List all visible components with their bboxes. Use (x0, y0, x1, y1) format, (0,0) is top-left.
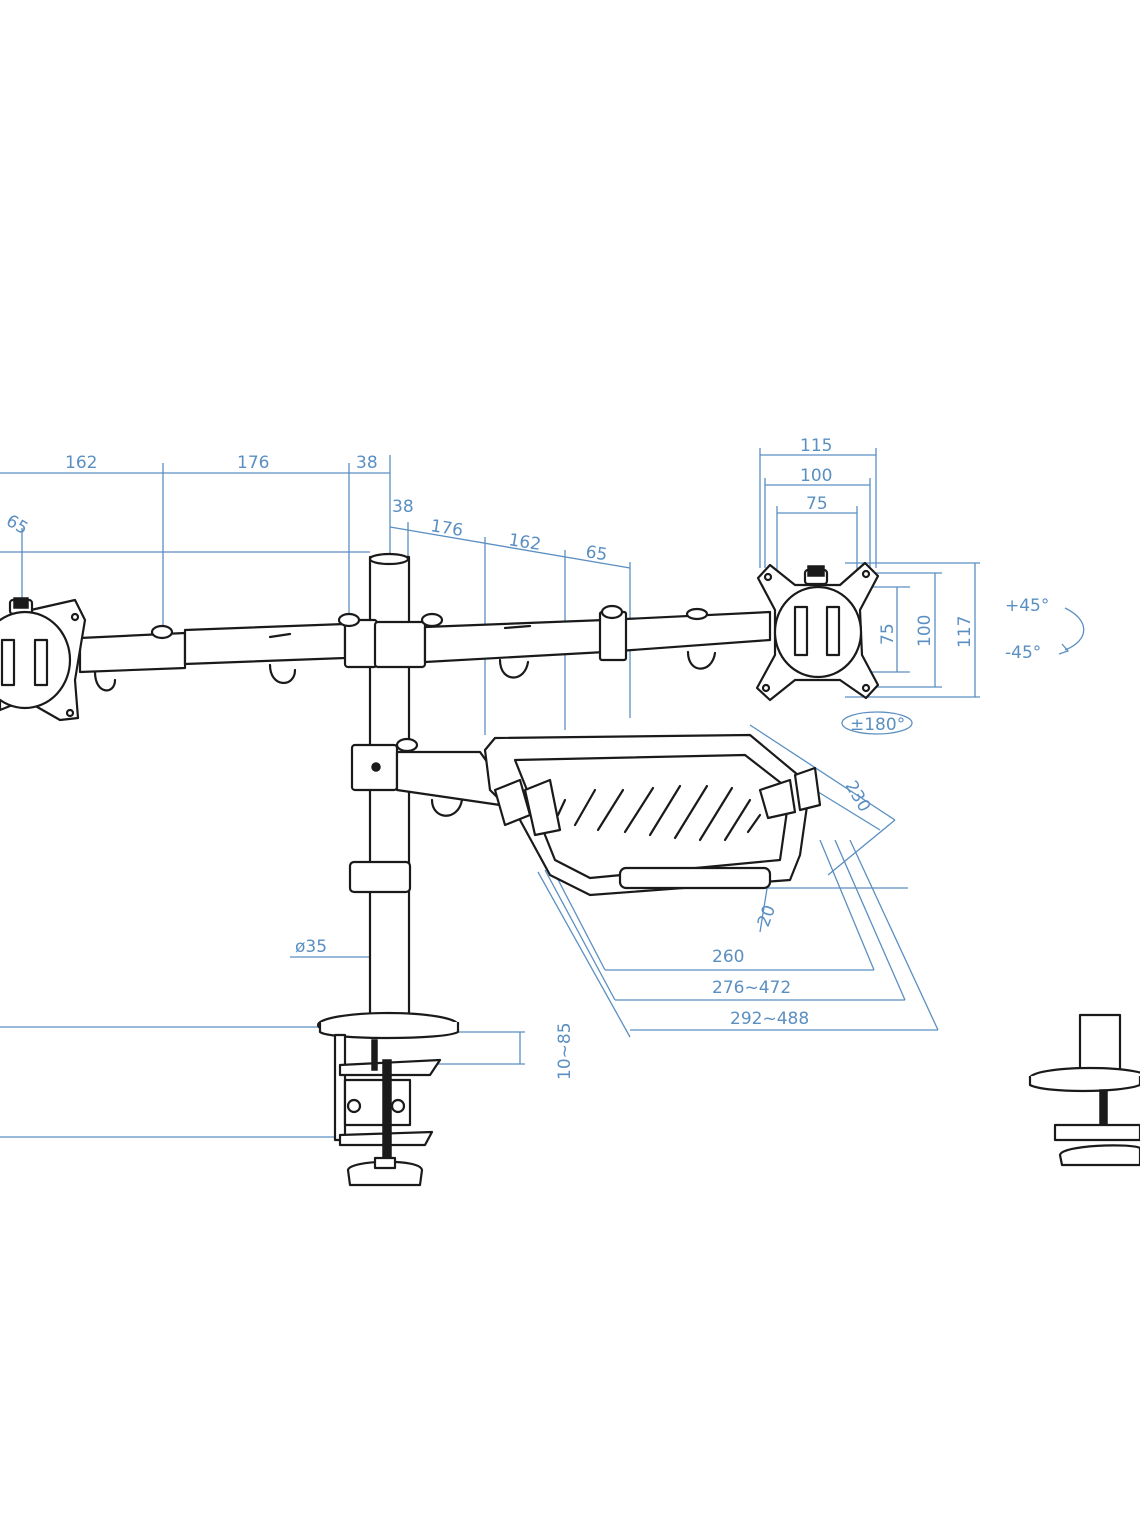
left-vesa-plate (0, 597, 87, 722)
dim-vesa-width-100: 100 (800, 466, 832, 486)
dim-tray-range-inner: 276~472 (712, 978, 791, 998)
dim-vesa-width-115: 115 (800, 436, 832, 456)
dim-right-162: 162 (507, 530, 542, 555)
dim-tilt-up: +45° (1005, 596, 1049, 616)
desk-clamp (316, 1011, 460, 1187)
dim-vesa-height-100: 100 (915, 615, 935, 647)
dim-tray-depth: 230 (841, 778, 875, 816)
dim-tray-range-outer: 292~488 (730, 1009, 809, 1029)
left-arm (78, 612, 379, 692)
secondary-clamp (1028, 1013, 1140, 1167)
dim-vesa-height-117: 117 (955, 616, 975, 648)
dim-vesa-height-75: 75 (878, 623, 898, 645)
dim-clamp-range: 10~85 (555, 1022, 575, 1080)
dim-left-38: 38 (356, 453, 378, 473)
dim-left-176: 176 (237, 453, 269, 473)
dim-rotation: ±180° (850, 715, 905, 735)
dim-right-38: 38 (392, 497, 414, 517)
dim-left-162: 162 (65, 453, 97, 473)
dim-right-176: 176 (429, 516, 464, 541)
dim-tray-lip: 20 (754, 903, 780, 930)
dim-tray-width: 260 (712, 947, 744, 967)
right-vesa-plate (755, 561, 880, 702)
laptop-tray (483, 733, 822, 897)
dim-vesa-width-75: 75 (806, 494, 828, 514)
right-arm (373, 604, 772, 679)
dim-left-65: 65 (3, 511, 32, 539)
dimension-lines (0, 448, 1085, 1138)
dim-pole-diameter: ø35 (295, 937, 327, 957)
dim-tilt-down: -45° (1005, 643, 1041, 663)
tray-arm (350, 737, 502, 817)
dim-right-65: 65 (584, 542, 609, 565)
